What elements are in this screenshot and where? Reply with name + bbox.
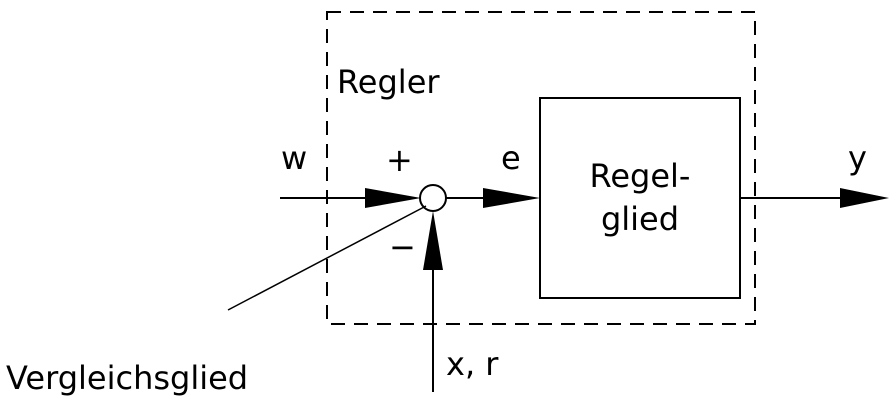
output-y-arrowhead [840, 188, 889, 208]
comparator-label: Vergleichsglied [6, 359, 249, 397]
regelglied-label-line2: glied [600, 200, 680, 238]
feedback-x-r-label: x, r [446, 345, 499, 383]
comparator-leader-line [227, 205, 427, 311]
output-y-label: y [848, 139, 867, 177]
feedback-arrowhead [423, 211, 443, 270]
input-w-arrowhead [365, 188, 421, 208]
error-e-arrowhead [483, 188, 540, 208]
regelglied-label: Regel- glied [540, 98, 740, 298]
error-e-label: e [501, 139, 521, 177]
plus-sign-label: + [386, 141, 413, 179]
minus-sign-label: − [389, 228, 416, 266]
input-w-label: w [281, 139, 308, 177]
regelglied-label-line1: Regel- [589, 156, 691, 195]
controller-boundary [326, 11, 756, 325]
controller-label: Regler [337, 63, 440, 101]
